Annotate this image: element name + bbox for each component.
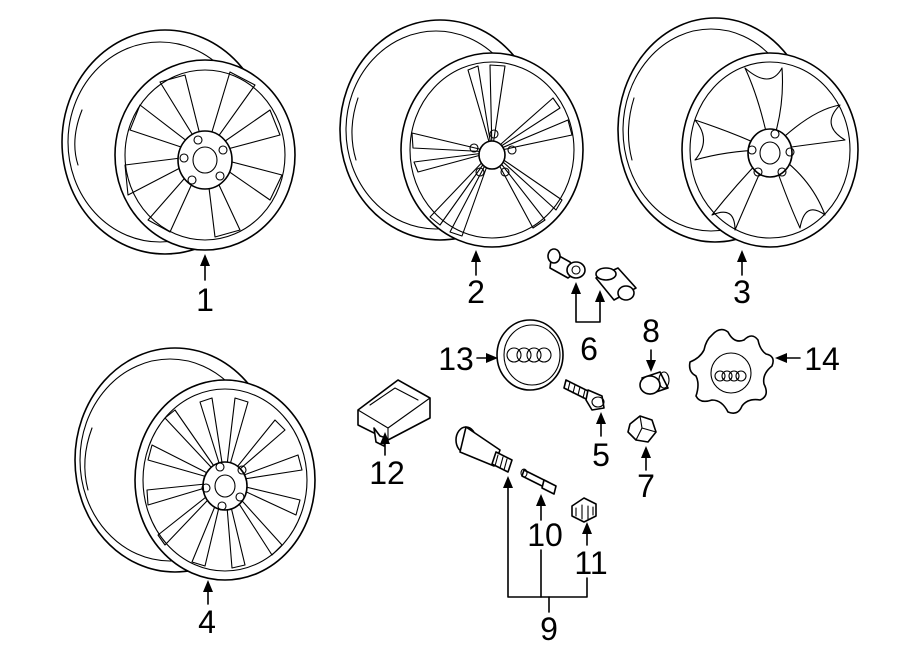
star-center-cap-part-14 <box>688 328 774 414</box>
callout-6: 6 <box>580 331 598 367</box>
wheel-3 <box>617 17 859 248</box>
callout-14: 14 <box>804 341 840 377</box>
wheel-1 <box>61 29 296 255</box>
callout-2: 2 <box>467 274 485 310</box>
callout-9: 9 <box>540 611 558 647</box>
valve-core-part-10 <box>520 468 557 495</box>
callout-11: 11 <box>574 545 607 581</box>
callout-4: 4 <box>198 604 216 640</box>
callout-13: 13 <box>438 341 474 377</box>
callout-3: 3 <box>733 274 751 310</box>
four-rings-logo-icon <box>714 370 747 382</box>
wheel-4-spokes <box>146 397 303 569</box>
wheel-2-spokes <box>411 64 573 237</box>
callout-labels: 1 2 3 4 5 6 7 8 9 10 11 12 13 14 <box>196 274 840 647</box>
bolt-cap-part-7 <box>627 415 657 443</box>
lock-bolt-part-6 <box>547 248 586 279</box>
valve-stem-part-9 <box>455 426 513 473</box>
wheel-1-spokes <box>124 71 283 238</box>
lock-key-part-6 <box>595 267 637 301</box>
wheel-2 <box>339 19 584 248</box>
nut-cap-part-8 <box>639 371 670 395</box>
callout-12: 12 <box>369 455 405 491</box>
callout-8: 8 <box>642 313 660 349</box>
callout-7: 7 <box>637 468 655 504</box>
wheel-3-spokes <box>694 67 846 231</box>
tpms-sensor-part-12 <box>357 379 431 447</box>
center-cap-part-13 <box>496 319 564 391</box>
callout-10: 10 <box>527 517 563 553</box>
valve-cap-part-11 <box>571 497 597 523</box>
wheel-bolt-part-5 <box>563 379 605 411</box>
four-rings-logo-icon <box>506 347 552 363</box>
callout-5: 5 <box>592 437 610 473</box>
callout-arrows <box>200 250 801 613</box>
callout-1: 1 <box>196 282 214 318</box>
wheel-4 <box>74 347 316 581</box>
